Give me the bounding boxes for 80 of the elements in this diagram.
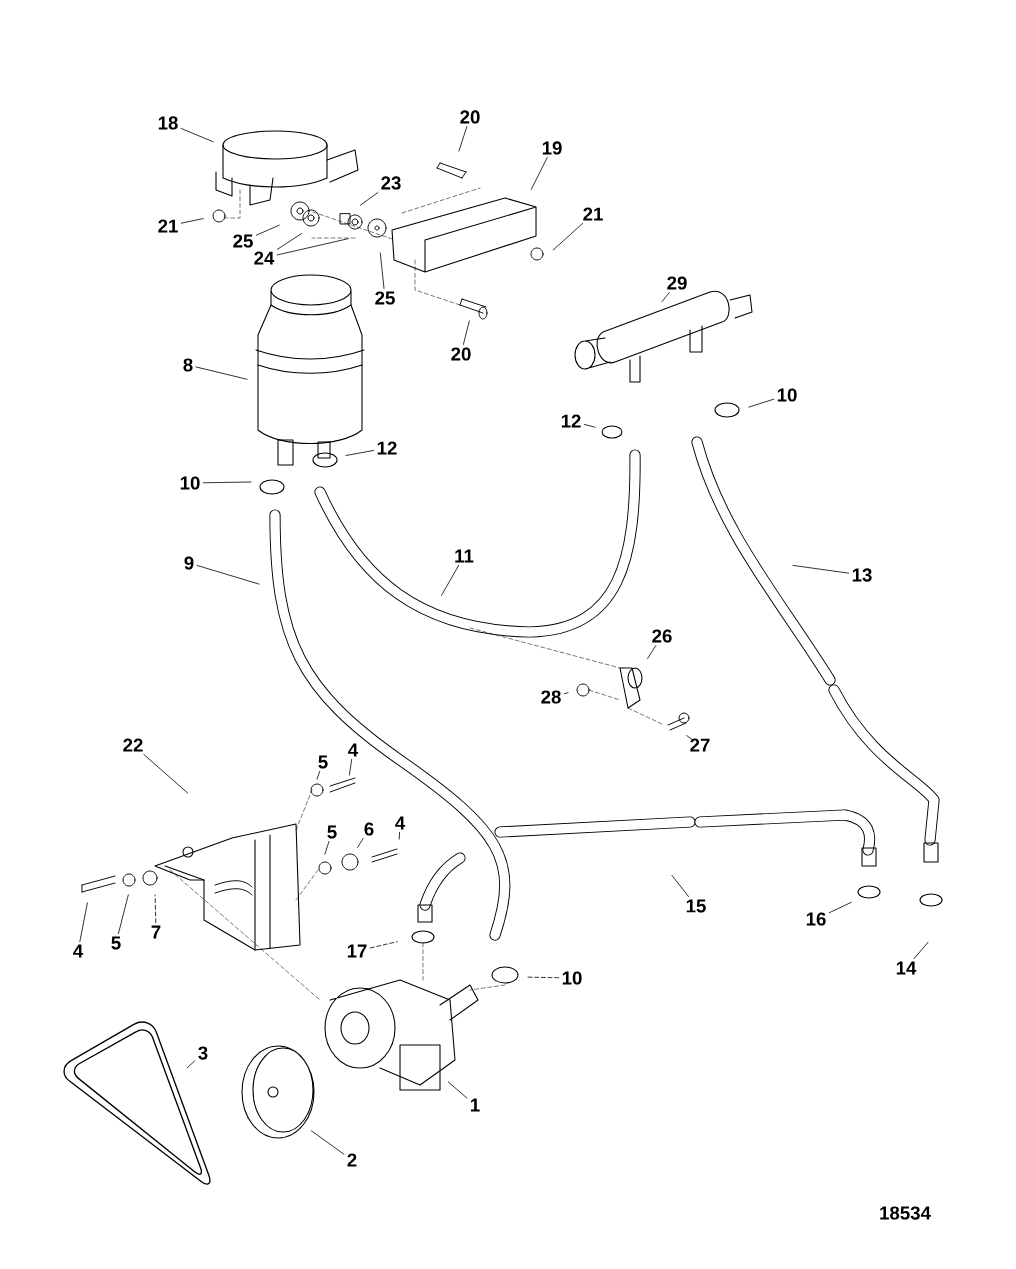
callout-number: 6 (364, 822, 374, 836)
leader-line (530, 157, 548, 190)
leader-line (563, 692, 569, 695)
callout-number: 12 (561, 414, 581, 428)
leader-line (398, 831, 400, 840)
leader-line (913, 941, 929, 960)
callout-number: 4 (348, 743, 359, 757)
leader-line (661, 292, 670, 303)
callout-number: 7 (151, 925, 161, 939)
callout-number: 4 (395, 816, 406, 830)
callout-number: 2 (347, 1153, 357, 1167)
leader-line (345, 450, 375, 456)
callout-number: 10 (180, 476, 200, 490)
leader-line (311, 1130, 345, 1155)
leader-line (379, 252, 385, 289)
leader-line (357, 838, 364, 848)
leader-line (647, 645, 657, 659)
leader-line (349, 758, 353, 776)
leader-line (792, 565, 850, 574)
callout-number: 20 (460, 110, 480, 124)
callout-number: 25 (375, 291, 395, 305)
callout-number: 15 (686, 899, 706, 913)
callout-number: 20 (451, 347, 471, 361)
leader-line (255, 224, 280, 236)
callout-number: 16 (806, 912, 826, 926)
callout-number: 5 (318, 755, 328, 769)
callout-number: 5 (327, 825, 337, 839)
drawing-number: 18534 (880, 1206, 931, 1220)
callout-number: 12 (377, 441, 397, 455)
leader-line (202, 481, 252, 484)
callout-number: 26 (652, 629, 672, 643)
callout-number: 1 (471, 1098, 480, 1112)
callout-number: 3 (198, 1046, 208, 1060)
leader-line (369, 941, 398, 949)
leader-line (143, 754, 189, 794)
callout-number: 9 (184, 556, 194, 570)
callout-number: 19 (542, 141, 562, 155)
callout-number: 21 (583, 207, 603, 221)
leader-line (748, 398, 775, 408)
leader-line (316, 771, 321, 780)
leader-line (154, 894, 157, 924)
callout-number: 11 (455, 549, 474, 563)
callout-number: 25 (233, 234, 253, 248)
leader-line (79, 902, 88, 943)
callout-number: 27 (690, 738, 710, 752)
callout-number: 17 (347, 944, 367, 958)
callout-number: 21 (158, 219, 178, 233)
callout-number: 29 (667, 276, 687, 290)
callout-number: 5 (111, 936, 121, 950)
leader-line (118, 894, 129, 934)
leader-line (186, 1060, 196, 1069)
leader-line (441, 564, 460, 596)
leader-line (360, 192, 379, 206)
leader-line (196, 565, 260, 585)
leader-line (324, 841, 330, 855)
leader-line (583, 424, 596, 428)
leader-line (180, 218, 204, 224)
leader-line (458, 126, 468, 152)
leader-line (828, 901, 852, 914)
leader-line (525, 976, 560, 979)
callout-number: 13 (852, 568, 872, 582)
leader-line (447, 1081, 468, 1099)
callout-number: 24 (254, 251, 275, 265)
callout-number: 14 (896, 961, 917, 975)
callout-number: 4 (73, 944, 84, 958)
callout-number: 22 (123, 738, 143, 752)
leader-line (276, 233, 302, 250)
callout-number: 18 (158, 116, 178, 130)
leader-line (276, 238, 349, 256)
callout-number: 28 (541, 690, 561, 704)
leader-line (671, 875, 689, 897)
leader-line (180, 128, 214, 143)
callout-number: 8 (183, 358, 193, 372)
callout-number: 10 (777, 388, 797, 402)
leader-line (686, 735, 693, 741)
callout-number: 10 (562, 971, 582, 985)
leader-line (463, 320, 470, 345)
leader-line (552, 223, 583, 251)
leader-line (195, 366, 248, 380)
callout-number: 23 (381, 176, 401, 190)
